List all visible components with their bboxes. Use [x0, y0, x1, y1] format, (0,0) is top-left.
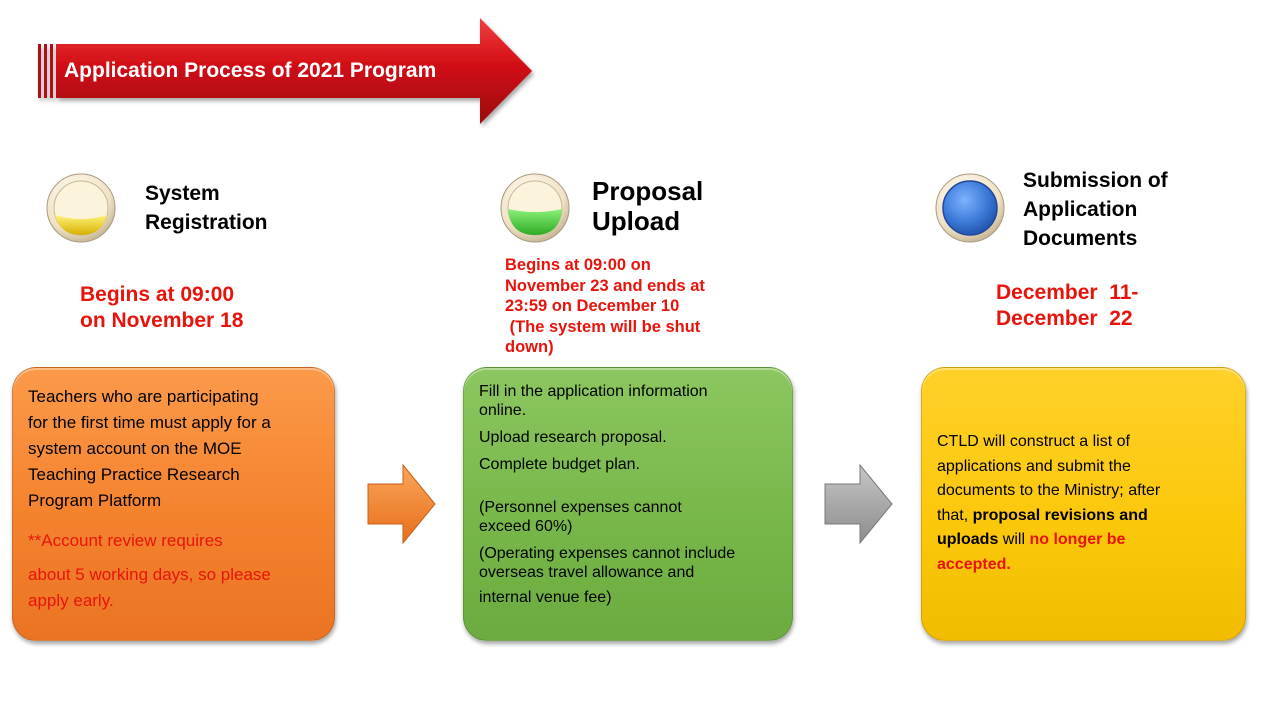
gray-right-arrow-icon: [824, 464, 893, 544]
date-line: December 11-: [996, 281, 1139, 304]
box-note-line: apply early.: [28, 591, 114, 610]
step-title-line: Proposal: [592, 176, 704, 206]
step-date-2: Begins at 09:00 on November 23 and ends …: [505, 255, 755, 358]
step-title-system-registration: System Registration: [145, 179, 345, 237]
step-title-line: Upload: [592, 206, 681, 236]
box-text-line: (Personnel expenses cannot: [479, 499, 682, 516]
box-text-line: overseas travel allowance and: [479, 564, 695, 581]
box-text-line: internal venue fee): [479, 589, 612, 606]
box-note-line: about 5 working days, so please: [28, 565, 271, 584]
box-note-line: **Account review requires: [28, 531, 223, 550]
box-text-red: no longer be: [1029, 531, 1126, 548]
step-box-proposal: Fill in the application information onli…: [463, 367, 793, 641]
box-text-plain: that,: [937, 506, 973, 524]
step-title-line: Registration: [145, 211, 268, 234]
step-box-registration: Teachers who are participating for the f…: [12, 367, 335, 641]
header-arrow-banner: [38, 18, 532, 124]
date-line: on November 18: [80, 309, 244, 332]
box-text-line: CTLD will construct a list of: [937, 433, 1130, 450]
box-text-line: (Operating expenses cannot include: [479, 545, 736, 562]
box-text-line: Complete budget plan.: [479, 456, 640, 473]
step-title-line: Application: [1023, 198, 1138, 221]
box-text-line: that, proposal revisions and: [937, 504, 1233, 529]
box-text-red: accepted.: [937, 555, 1011, 573]
step-box-submission: CTLD will construct a list of applicatio…: [921, 367, 1246, 641]
box-text-line: for the first time must apply for a: [28, 413, 271, 432]
box-text-plain: will: [998, 531, 1030, 548]
date-line: December 22: [996, 307, 1133, 330]
box-text-bold: uploads: [937, 531, 999, 548]
step-date-3: December 11- December 22: [996, 280, 1196, 332]
step-title-submission: Submission of Application Documents: [1023, 166, 1253, 253]
box-text-bold: proposal revisions and: [972, 506, 1148, 524]
box-text-line: Teaching Practice Research: [28, 465, 240, 484]
box-text-line: applications and submit the: [937, 457, 1131, 475]
date-line: (The system will be shut: [505, 317, 701, 336]
box-text-line: online.: [479, 402, 527, 419]
orange-right-arrow-icon: [367, 464, 436, 544]
green-disc-icon: [500, 173, 570, 243]
step-title-line: Documents: [1023, 227, 1138, 250]
blue-disc-icon: [935, 173, 1005, 243]
step-title-line: System: [145, 182, 220, 205]
step-title-proposal-upload: Proposal Upload: [592, 176, 792, 236]
box-text-line: exceed 60%): [479, 518, 573, 535]
date-line: Begins at 09:00: [80, 283, 235, 306]
yellow-disc-icon: [46, 173, 116, 243]
box-text-line: Upload research proposal.: [479, 429, 667, 446]
box-text-line: uploads will no longer be: [937, 528, 1233, 553]
date-line: down): [505, 338, 554, 356]
date-line: November 23 and ends at: [505, 276, 705, 295]
step-date-1: Begins at 09:00 on November 18: [80, 282, 330, 334]
box-text-line: system account on the MOE: [28, 439, 242, 458]
box-text-line: documents to the Ministry; after: [937, 482, 1161, 499]
box-text-line: Fill in the application information: [479, 383, 708, 400]
box-text-line: Program Platform: [28, 491, 162, 510]
step-title-line: Submission of: [1023, 169, 1168, 192]
page-title: Application Process of 2021 Program: [64, 59, 437, 82]
box-text-line: Teachers who are participating: [28, 387, 259, 406]
date-line: 23:59 on December 10: [505, 297, 680, 315]
date-line: Begins at 09:00 on: [505, 256, 651, 274]
